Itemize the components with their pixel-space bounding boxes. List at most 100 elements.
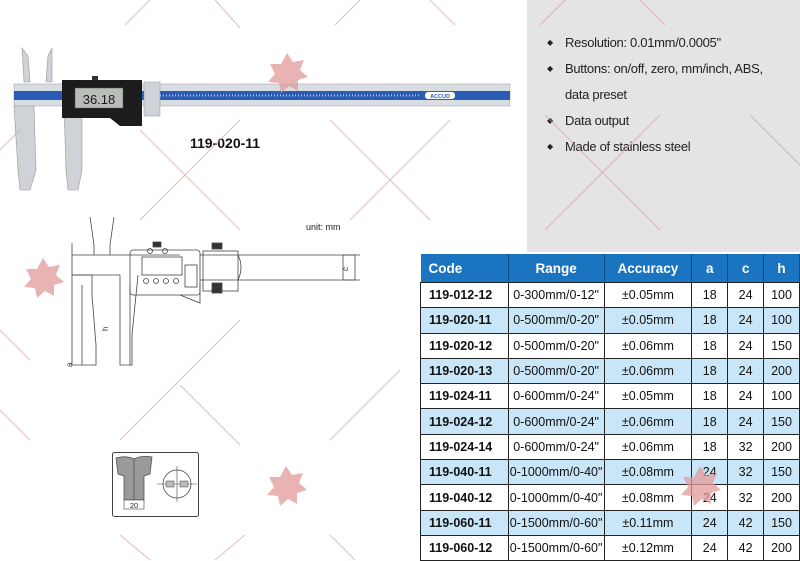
cell-range: 0-500mm/0-20" — [507, 307, 605, 334]
cell-accuracy: ±0.05mm — [603, 281, 693, 309]
cell-code: 119-024-14 — [420, 433, 509, 461]
cell-a: 18 — [691, 408, 729, 435]
cell-accuracy: ±0.05mm — [603, 383, 693, 410]
cell-h: 200 — [763, 433, 800, 461]
cell-h: 150 — [763, 509, 800, 536]
cell-c: 24 — [727, 332, 765, 359]
cell-range: 0-1000mm/0-40" — [507, 459, 605, 486]
cell-c: 32 — [727, 459, 765, 486]
cell-a: 24 — [691, 484, 729, 511]
cell-h: 200 — [763, 357, 800, 385]
cell-a: 18 — [691, 281, 729, 309]
cell-accuracy: ±0.05mm — [603, 307, 693, 334]
cell-code: 119-012-12 — [420, 281, 509, 309]
cell-a: 18 — [691, 307, 729, 334]
cell-h: 150 — [763, 459, 800, 486]
table-header-row: Code Range Accuracy a c h — [420, 254, 800, 283]
cell-c: 24 — [727, 307, 765, 334]
cell-a: 18 — [691, 332, 729, 359]
cell-c: 24 — [727, 408, 765, 435]
cell-accuracy: ±0.11mm — [603, 509, 693, 536]
cross-section-inset: 20 — [112, 452, 199, 517]
cell-range: 0-1500mm/0-60" — [507, 509, 605, 536]
cell-range: 0-600mm/0-24" — [507, 408, 605, 435]
cell-h: 100 — [763, 281, 800, 309]
cell-h: 200 — [763, 534, 800, 561]
header-a: a — [691, 254, 729, 283]
cell-accuracy: ±0.08mm — [603, 459, 693, 486]
cell-range: 0-1000mm/0-40" — [507, 484, 605, 511]
header-range: Range — [508, 254, 605, 283]
header-h: h — [763, 254, 800, 283]
feature-data-output: Data output — [543, 108, 793, 134]
cell-range: 0-500mm/0-20" — [507, 332, 605, 359]
feature-resolution: Resolution: 0.01mm/0.0005" — [543, 30, 793, 56]
cell-code: 119-024-11 — [420, 383, 509, 410]
svg-text:h: h — [101, 327, 110, 331]
cell-code: 119-020-13 — [420, 357, 509, 385]
feature-buttons-cont: data preset — [565, 87, 627, 102]
svg-text:c: c — [341, 267, 350, 271]
cell-c: 32 — [727, 484, 765, 511]
cell-h: 150 — [763, 408, 800, 435]
cell-code: 119-020-12 — [420, 332, 509, 359]
feature-buttons: Buttons: on/off, zero, mm/inch, ABS, — [543, 56, 793, 82]
cell-a: 18 — [691, 383, 729, 410]
cell-accuracy: ±0.06mm — [603, 433, 693, 461]
cell-c: 42 — [727, 534, 765, 561]
feature-material: Made of stainless steel — [543, 134, 793, 160]
cell-c: 24 — [727, 383, 765, 410]
caliper-photo: ACCUD 36.18 — [13, 47, 511, 191]
cell-code: 119-060-12 — [420, 534, 509, 561]
cell-range: 0-600mm/0-24" — [507, 383, 605, 410]
cell-h: 100 — [763, 307, 800, 334]
cell-range: 0-1500mm/0-60" — [507, 534, 605, 561]
cell-h: 150 — [763, 332, 800, 359]
cell-c: 42 — [727, 509, 765, 536]
cell-a: 24 — [691, 509, 729, 536]
cell-code: 119-060-11 — [420, 509, 509, 536]
cell-range: 0-500mm/0-20" — [507, 357, 605, 385]
cell-a: 18 — [691, 357, 729, 385]
cell-a: 24 — [691, 459, 729, 486]
cell-h: 200 — [763, 484, 800, 511]
cell-code: 119-040-11 — [420, 459, 509, 486]
cell-c: 32 — [727, 433, 765, 461]
cell-accuracy: ±0.06mm — [603, 357, 693, 385]
svg-text:ACCUD: ACCUD — [430, 94, 450, 100]
cell-accuracy: ±0.06mm — [603, 332, 693, 359]
feature-list: Resolution: 0.01mm/0.0005" Buttons: on/o… — [543, 30, 793, 160]
cell-accuracy: ±0.06mm — [603, 408, 693, 435]
cell-accuracy: ±0.08mm — [603, 484, 693, 511]
model-label: 119-020-11 — [190, 135, 261, 151]
unit-label: unit: mm — [306, 222, 341, 232]
cell-range: 0-600mm/0-24" — [507, 433, 605, 461]
cell-code: 119-020-11 — [420, 307, 509, 334]
header-code: Code — [420, 254, 509, 283]
technical-drawing: c h a — [65, 216, 360, 367]
header-c: c — [727, 254, 765, 283]
cell-code: 119-024-12 — [420, 408, 509, 435]
cell-range: 0-300mm/0-12" — [507, 281, 605, 309]
cell-a: 24 — [691, 534, 729, 561]
svg-text:20: 20 — [130, 501, 138, 510]
svg-text:36.18: 36.18 — [83, 92, 116, 107]
cell-c: 24 — [727, 357, 765, 385]
cell-h: 100 — [763, 383, 800, 410]
cell-c: 24 — [727, 281, 765, 309]
header-accuracy: Accuracy — [604, 254, 693, 283]
spec-panel: Resolution: 0.01mm/0.0005" Buttons: on/o… — [527, 0, 800, 252]
